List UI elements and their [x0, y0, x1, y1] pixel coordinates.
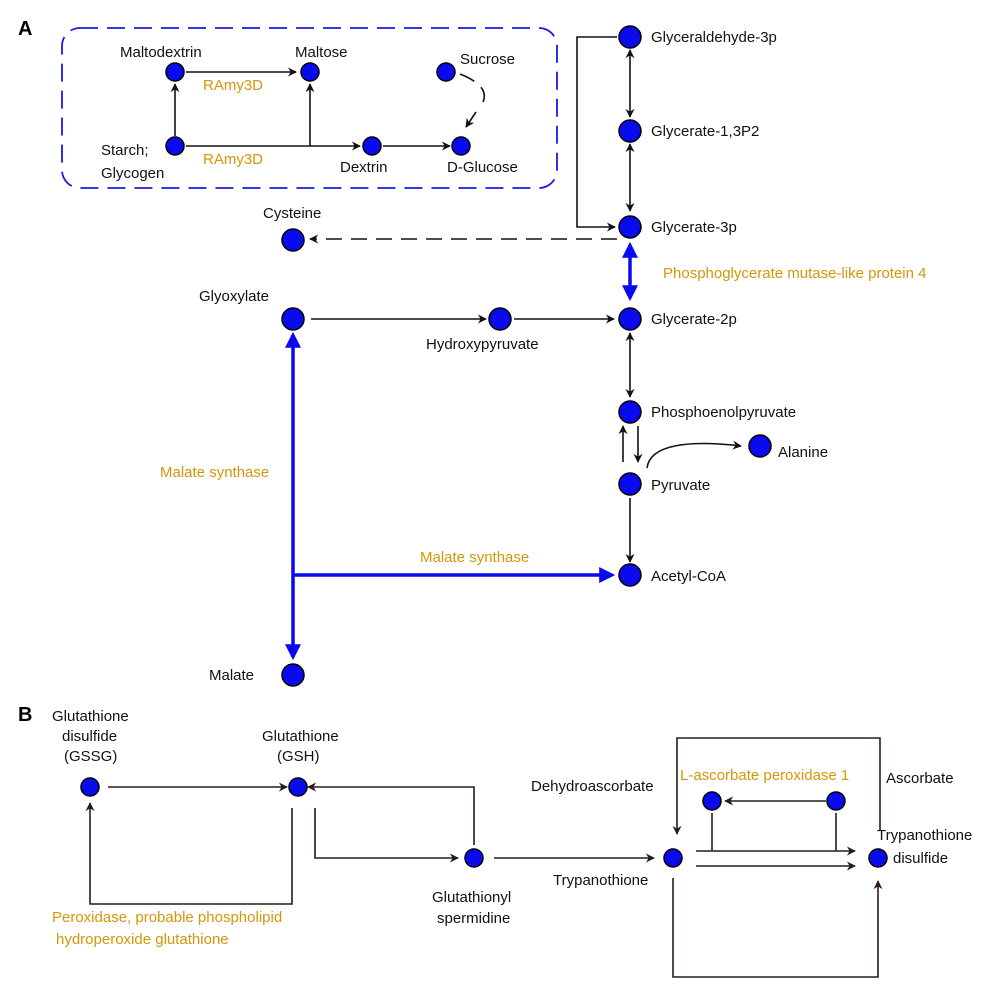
label-glycogen: Glycogen	[101, 165, 164, 182]
label-gssg-line2: disulfide	[62, 728, 117, 745]
enzyme-l-ascorbate-peroxidase: L-ascorbate peroxidase 1	[680, 767, 849, 784]
label-gssg-line3: (GSSG)	[64, 748, 117, 765]
node-glutathionyl-spermidine	[464, 848, 484, 868]
label-trypanothione-disulfide-line1: Trypanothione	[877, 827, 972, 844]
node-gssg	[80, 777, 100, 797]
edge-glutathionyl-to-gsh	[307, 782, 475, 845]
label-gsh-line1: Glutathione	[262, 728, 339, 745]
node-maltodextrin	[165, 62, 185, 82]
node-sucrose	[436, 62, 456, 82]
node-glyceraldehyde-3p	[618, 25, 642, 49]
node-starch	[165, 136, 185, 156]
edge-gsh-to-glutathionyl	[314, 808, 459, 863]
edge-trypanothione-bottom-loop	[672, 878, 883, 978]
edge-gsh-to-gssg-peroxidase	[85, 802, 293, 905]
label-gsh-line2: (GSH)	[277, 748, 320, 765]
edge-sucrose-dash-1	[459, 73, 485, 103]
panel-label-b: B	[18, 704, 32, 726]
carbohydrate-module-box	[61, 27, 558, 189]
node-ascorbate	[826, 791, 846, 811]
label-pyruvate: Pyruvate	[651, 477, 710, 494]
label-glutathionyl-line1: Glutathionyl	[432, 889, 511, 906]
enzyme-malate-synthase-left: Malate synthase	[160, 464, 269, 481]
edge-ascorbate-loop-to-trypanothione	[672, 737, 881, 835]
label-dextrin: Dextrin	[340, 159, 388, 176]
enzyme-malate-synthase-mid: Malate synthase	[420, 549, 529, 566]
node-glyoxylate	[281, 307, 305, 331]
label-ascorbate: Ascorbate	[886, 770, 954, 787]
label-phosphoenolpyruvate: Phosphoenolpyruvate	[651, 404, 796, 421]
label-glycerate-2p: Glycerate-2p	[651, 311, 737, 328]
label-maltose: Maltose	[295, 44, 348, 61]
node-trypanothione	[663, 848, 683, 868]
label-glutathionyl-line2: spermidine	[437, 910, 510, 927]
node-dehydroascorbate	[702, 791, 722, 811]
label-gssg-line1: Glutathione	[52, 708, 129, 725]
label-acetyl-coa: Acetyl-CoA	[651, 568, 726, 585]
node-cysteine	[281, 228, 305, 252]
label-glyoxylate: Glyoxylate	[199, 288, 269, 305]
node-pyruvate	[618, 472, 642, 496]
node-phosphoenolpyruvate	[618, 400, 642, 424]
node-maltose	[300, 62, 320, 82]
edge-pyruvate-to-alanine	[646, 440, 742, 469]
label-alanine: Alanine	[778, 444, 828, 461]
edge-sucrose-to-dglucose	[465, 111, 477, 128]
label-sucrose: Sucrose	[460, 51, 515, 68]
enzyme-phosphoglycerate-mutase: Phosphoglycerate mutase-like protein 4	[663, 265, 926, 282]
node-alanine	[748, 434, 772, 458]
enzyme-peroxidase-line1: Peroxidase, probable phospholipid	[52, 909, 282, 926]
edge-glyceraldehyde-bracket	[576, 36, 617, 232]
node-dglucose	[451, 136, 471, 156]
node-gsh	[288, 777, 308, 797]
label-trypanothione-disulfide-line2: disulfide	[893, 850, 948, 867]
label-malate: Malate	[209, 667, 254, 684]
label-dehydroascorbate: Dehydroascorbate	[531, 778, 654, 795]
node-acetyl-coa	[618, 563, 642, 587]
label-glycerate-3p: Glycerate-3p	[651, 219, 737, 236]
label-glyceraldehyde-3p: Glyceraldehyde-3p	[651, 29, 777, 46]
panel-label-a: A	[18, 18, 32, 40]
node-trypanothione-disulfide	[868, 848, 888, 868]
node-glycerate-3p	[618, 215, 642, 239]
label-glycerate-13p2: Glycerate-1,3P2	[651, 123, 759, 140]
label-trypanothione: Trypanothione	[553, 872, 648, 889]
label-dglucose: D-Glucose	[447, 159, 518, 176]
enzyme-ramy3d-top: RAmy3D	[203, 77, 263, 94]
node-malate	[281, 663, 305, 687]
label-cysteine: Cysteine	[263, 205, 321, 222]
node-glycerate-2p	[618, 307, 642, 331]
enzyme-peroxidase-line2: hydroperoxide glutathione	[56, 931, 229, 948]
label-maltodextrin: Maltodextrin	[120, 44, 202, 61]
label-starch: Starch;	[101, 142, 149, 159]
node-hydroxypyruvate	[488, 307, 512, 331]
node-dextrin	[362, 136, 382, 156]
node-glycerate-13p2	[618, 119, 642, 143]
label-hydroxypyruvate: Hydroxypyruvate	[426, 336, 539, 353]
enzyme-ramy3d-bottom: RAmy3D	[203, 151, 263, 168]
